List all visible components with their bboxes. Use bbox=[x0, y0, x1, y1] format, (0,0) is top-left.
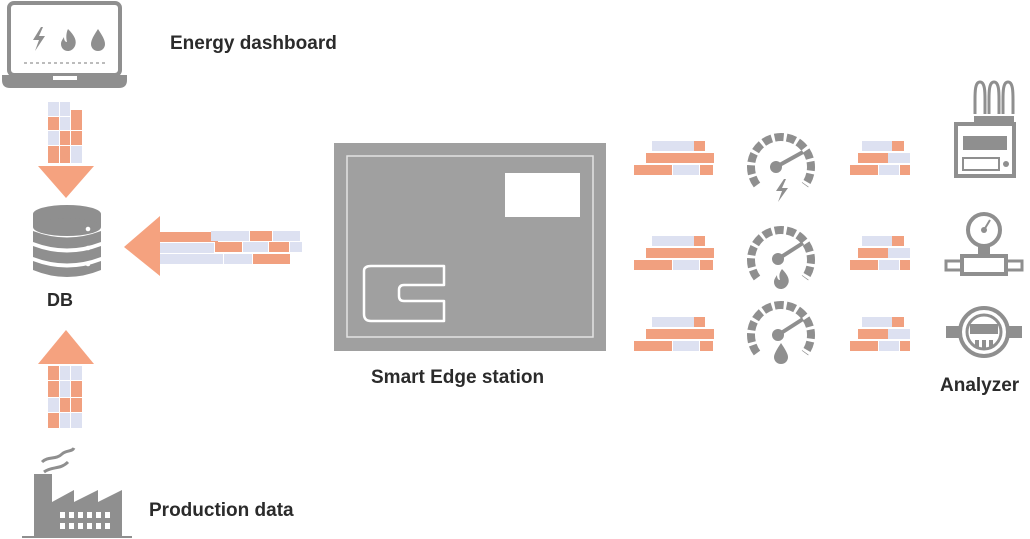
electricity-gauge-icon bbox=[747, 133, 815, 202]
station-logo-icon bbox=[362, 264, 446, 323]
water-drop-icon bbox=[91, 29, 105, 51]
pressure-flow-meter-icon bbox=[944, 212, 1024, 276]
arrow-up-to-db bbox=[38, 330, 94, 428]
flame-icon bbox=[61, 29, 76, 51]
data-bricks-6 bbox=[850, 317, 910, 351]
smart-edge-station bbox=[334, 143, 606, 351]
production-data-label: Production data bbox=[149, 500, 294, 521]
power-analyzer-icon bbox=[954, 80, 1016, 178]
data-bricks-2 bbox=[634, 236, 714, 270]
db-label: DB bbox=[47, 290, 73, 310]
arrow-down-to-db bbox=[38, 102, 94, 198]
lightning-icon bbox=[776, 179, 788, 202]
arrow-station-to-db bbox=[124, 216, 302, 276]
data-bricks-5 bbox=[850, 236, 910, 270]
laptop-icon bbox=[2, 1, 127, 88]
gas-gauge-icon bbox=[747, 226, 815, 289]
factory-icon bbox=[22, 447, 132, 538]
database-icon bbox=[33, 205, 101, 277]
lightning-icon bbox=[33, 27, 45, 51]
data-bricks-3 bbox=[634, 317, 714, 351]
energy-dashboard-label: Energy dashboard bbox=[170, 33, 337, 54]
station-display bbox=[505, 173, 580, 217]
water-drop-icon bbox=[774, 343, 788, 364]
flame-icon bbox=[774, 269, 789, 289]
water-meter-icon bbox=[946, 306, 1022, 358]
data-bricks-4 bbox=[850, 141, 910, 175]
analyzer-label: Analyzer bbox=[940, 375, 1020, 396]
water-gauge-icon bbox=[747, 301, 815, 364]
data-bricks-1 bbox=[634, 141, 714, 175]
edge-station-label: Smart Edge station bbox=[371, 367, 545, 388]
